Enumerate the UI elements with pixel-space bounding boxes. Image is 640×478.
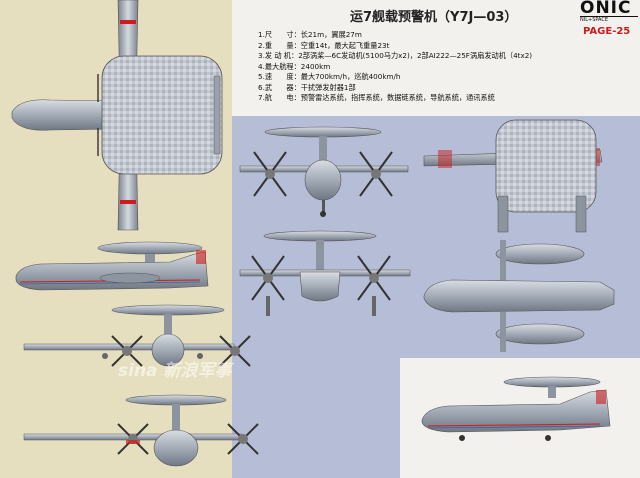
- spec-row-weight: 2.重 量：空重14t，最大起飞重量23t: [258, 41, 532, 52]
- spec-label: 5.速 度：: [258, 72, 301, 81]
- front-view-middle-lower: [239, 230, 411, 316]
- front-view-left-lower: [23, 394, 259, 467]
- page-number: PAGE-25: [583, 26, 631, 37]
- front-view-left-upper: [23, 304, 251, 367]
- watermark: sina 新浪军事: [118, 361, 232, 381]
- spec-row-avionics: 7.航 电：预警雷达系统，指挥系统，数据链系统，导航系统，通讯系统: [258, 93, 532, 104]
- spec-row-dimensions: 1.尺 寸：长21m，翼展27m: [258, 30, 532, 41]
- underside-view-right: [423, 240, 615, 352]
- spec-label: 4.最大航程：: [258, 61, 301, 71]
- spec-row-engines: 3.发 动 机：2部涡桨—6C发动机(5100马力x2)，2部AI222—25F…: [258, 51, 532, 62]
- spec-label: 7.航 电：: [258, 93, 301, 102]
- logo-main-text: ONIC: [580, 0, 632, 18]
- spec-value: 干扰弹发射器1部: [300, 82, 356, 92]
- front-view-middle-upper: [239, 126, 409, 217]
- spec-value: 长21m，翼展27m: [300, 30, 362, 39]
- spec-value: 最大700km/h，巡航400km/h: [300, 72, 401, 81]
- page-title: 运7舰载预警机（Y7J—03）: [350, 10, 518, 25]
- spec-label: 2.重 量：: [258, 40, 301, 50]
- publisher-logo: ONIC NIL+SPACE: [580, 0, 638, 23]
- top-view-left: [11, 0, 223, 231]
- spec-row-range: 4.最大航程：2400km: [258, 62, 532, 73]
- spec-row-weapons: 6.武 器：干扰弹发射器1部: [258, 83, 532, 94]
- header-background: [232, 0, 640, 116]
- spec-value: 2部涡桨—6C发动机(5100马力x2)，2部AI222—25F涡扇发动机（4t…: [298, 51, 533, 60]
- spec-label: 1.尺 寸：: [258, 30, 301, 39]
- spec-list: 1.尺 寸：长21m，翼展27m 2.重 量：空重14t，最大起飞重量23t 3…: [258, 30, 532, 104]
- spec-value: 预警雷达系统，指挥系统，数据链系统，导航系统，通讯系统: [300, 93, 495, 102]
- top-view-right: [423, 119, 603, 233]
- logo-sub-text: NIL+SPACE: [580, 16, 638, 23]
- spec-value: 2400km: [300, 61, 331, 71]
- side-view-right: [421, 376, 611, 441]
- spec-value: 空重14t，最大起飞重量23t: [300, 40, 390, 50]
- side-view-left: [15, 241, 209, 291]
- spec-label: 6.武 器：: [258, 82, 301, 92]
- spec-label: 3.发 动 机：: [258, 51, 299, 60]
- spec-row-speed: 5.速 度：最大700km/h，巡航400km/h: [258, 72, 532, 83]
